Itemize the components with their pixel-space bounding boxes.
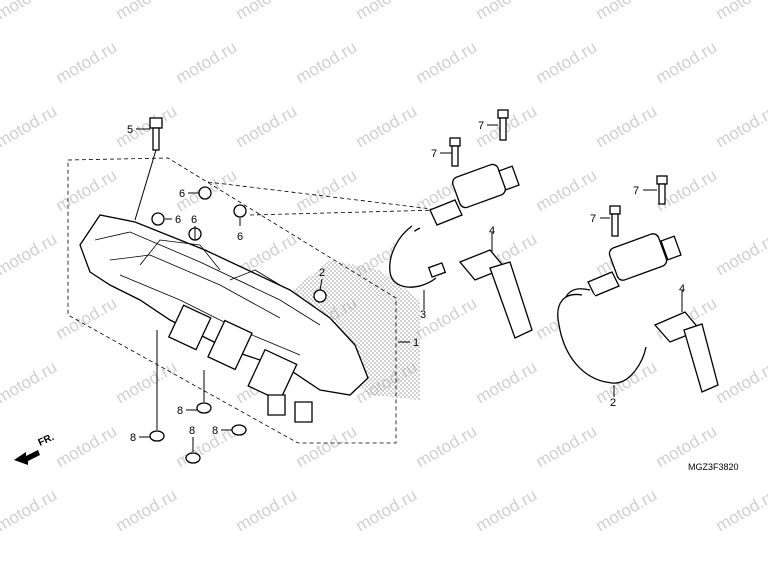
watermark-text: motod.ru (113, 357, 181, 407)
assembly-boundary (67, 157, 441, 444)
callout-6-b: 6 (175, 214, 181, 226)
plug-cap-upper-part-4 (458, 232, 533, 339)
watermark-text: motod.ru (53, 37, 121, 87)
watermark-text: motod.ru (593, 485, 661, 535)
callout-8-c: 8 (189, 425, 195, 437)
watermark-text: motod.ru (0, 485, 60, 535)
front-direction-indicator: FR. (14, 432, 56, 465)
callout-labels: 1 2 3 4 4 5 6 6 6 6 2 7 7 7 7 8 8 8 8 (127, 120, 685, 444)
callout-7-a: 7 (431, 148, 437, 160)
front-label: FR. (37, 432, 56, 449)
watermark-text: motod.ru (0, 0, 60, 23)
watermark-text: motod.ru (113, 0, 181, 23)
watermark-text: motod.ru (713, 485, 768, 535)
callout-7-b: 7 (478, 120, 484, 132)
watermark-text: motod.ru (353, 101, 421, 151)
watermark-text: motod.ru (473, 357, 541, 407)
watermark-text: motod.ru (173, 421, 241, 471)
watermark-text: motod.ru (173, 37, 241, 87)
watermark-text: motod.ru (413, 421, 481, 471)
watermark-text: motod.ru (0, 357, 60, 407)
plug-cap-lower-part-4 (653, 290, 719, 393)
watermark-text: motod.ru (293, 165, 361, 215)
callout-4-lower: 4 (679, 283, 685, 295)
ignition-coil-lower (557, 233, 682, 397)
watermark-text: motod.ru (713, 357, 768, 407)
watermark-text: motod.ru (593, 101, 661, 151)
watermark-text: motod.ru (293, 421, 361, 471)
watermark-text: motod.ru (353, 0, 421, 23)
grommets-part-8 (149, 330, 247, 464)
watermark-text: motod.ru (293, 37, 361, 87)
callout-6-d: 6 (237, 231, 243, 243)
watermark-text: motod.ru (113, 485, 181, 535)
watermark-text: motod.ru (233, 485, 301, 535)
callout-6-a: 6 (179, 188, 185, 200)
watermark-text: motod.ru (113, 101, 181, 151)
callout-4-upper: 4 (489, 225, 495, 237)
watermark-text: motod.ru (53, 293, 121, 343)
watermark-text: motod.ru (53, 165, 121, 215)
callout-3: 3 (420, 309, 426, 321)
watermark-text: motod.ru (713, 101, 768, 151)
bolt-part-5 (134, 117, 163, 221)
watermark-text: motod.ru (413, 37, 481, 87)
watermark-text: motod.ru (0, 101, 60, 151)
callout-5: 5 (127, 124, 133, 136)
bolts-part-7 (449, 109, 668, 237)
collars-part-6 (151, 186, 327, 303)
callout-1: 1 (413, 337, 419, 349)
callout-8-d: 8 (212, 425, 218, 437)
diagram-code: MGZ3F3820 (688, 462, 739, 472)
watermark-text: motod.ru (533, 421, 601, 471)
watermark-text: motod.ru (233, 0, 301, 23)
watermark-text: motod.ru (233, 101, 301, 151)
watermark-text: motod.ru (473, 485, 541, 535)
watermark-text: motod.ru (473, 0, 541, 23)
watermark-text: motod.ru (593, 0, 661, 23)
callout-7-d: 7 (633, 185, 639, 197)
leader-lines (136, 124, 657, 452)
callout-6-c: 6 (191, 214, 197, 226)
callout-8-b: 8 (130, 432, 136, 444)
callout-8-a: 8 (177, 405, 183, 417)
watermark-text: motod.ru (533, 37, 601, 87)
ignition-coil-upper (389, 163, 520, 310)
callout-6-e: 2 (319, 267, 325, 279)
callout-7-c: 7 (590, 213, 596, 225)
watermark-text: motod.ru (53, 421, 121, 471)
coil-bracket-part-1 (79, 214, 369, 423)
watermark-text: motod.ru (653, 37, 721, 87)
watermark-text: motod.ru (713, 0, 768, 23)
watermark-text: motod.ru (713, 229, 768, 279)
watermark-text: motod.ru (0, 229, 60, 279)
watermark-text: motod.ru (533, 165, 601, 215)
watermark-text: motod.ru (353, 485, 421, 535)
callout-2-lower: 2 (610, 397, 616, 409)
